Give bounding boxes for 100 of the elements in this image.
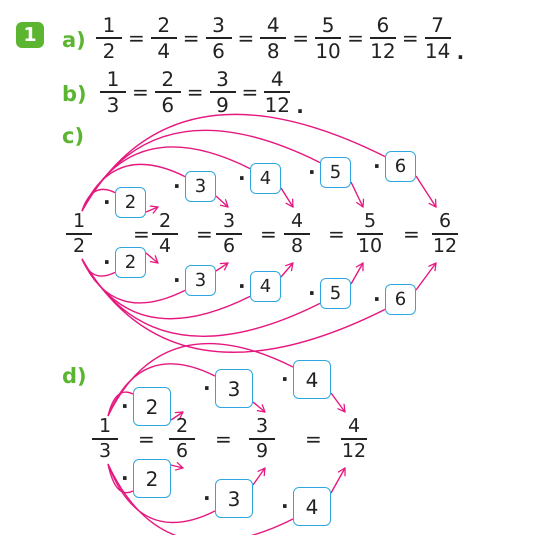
denominator: 6 bbox=[212, 40, 225, 62]
equals-sign: = bbox=[292, 28, 310, 48]
arrow bbox=[216, 262, 229, 272]
arrow bbox=[252, 467, 266, 486]
denominator: 14 bbox=[424, 40, 450, 62]
equals-sign: = bbox=[215, 427, 232, 451]
connector-line bbox=[107, 464, 216, 524]
denominator: 9 bbox=[216, 94, 229, 116]
equals-sign: = bbox=[328, 222, 345, 246]
equals-sign: = bbox=[403, 222, 420, 246]
equals-sign: = bbox=[133, 222, 150, 246]
denominator: 6 bbox=[161, 94, 174, 116]
multiplier-box: 2 bbox=[115, 187, 146, 218]
arrow bbox=[170, 411, 184, 421]
multiplier-box: 3 bbox=[215, 479, 253, 518]
arrow bbox=[170, 462, 184, 471]
equals-sign: = bbox=[186, 82, 204, 102]
numerator: 2 bbox=[176, 416, 188, 437]
numerator: 4 bbox=[266, 14, 280, 36]
arrow bbox=[252, 401, 266, 413]
multiplier-box: 3 bbox=[215, 369, 253, 408]
connector-line bbox=[81, 258, 250, 320]
multiplier-box: 2 bbox=[133, 387, 171, 426]
numerator: 3 bbox=[216, 68, 229, 90]
denominator: 2 bbox=[72, 236, 86, 256]
multiplication-dot: · bbox=[373, 156, 381, 176]
arrow bbox=[146, 205, 159, 214]
connector-line bbox=[81, 188, 116, 212]
denominator: 8 bbox=[290, 236, 304, 256]
numerator: 5 bbox=[364, 211, 376, 232]
equals-sign: = bbox=[196, 222, 213, 246]
numerator: 3 bbox=[212, 14, 225, 36]
equals-sign: = bbox=[238, 28, 254, 48]
part-label: a) bbox=[62, 28, 86, 52]
period: . bbox=[456, 42, 464, 62]
denominator: 4 bbox=[158, 236, 172, 256]
numerator: 1 bbox=[72, 211, 86, 232]
denominator: 10 bbox=[315, 40, 341, 62]
denominator: 6 bbox=[222, 236, 236, 256]
multiplication-dot: · bbox=[308, 282, 316, 302]
exercise-number: 1 bbox=[16, 22, 44, 48]
period: . bbox=[296, 96, 304, 116]
connector-line bbox=[107, 343, 294, 416]
connector-line bbox=[107, 464, 134, 494]
equals-sign: = bbox=[132, 82, 149, 102]
numerator: 6 bbox=[438, 211, 452, 232]
denominator: 12 bbox=[370, 40, 396, 62]
denominator: 3 bbox=[106, 94, 120, 116]
multiplier-box: 6 bbox=[385, 151, 416, 182]
arrow bbox=[350, 182, 364, 208]
equals-sign: = bbox=[402, 28, 419, 48]
connector-line bbox=[81, 258, 116, 277]
denominator: 6 bbox=[176, 440, 188, 462]
numerator: 1 bbox=[102, 14, 116, 36]
multiplier-box: 2 bbox=[115, 247, 146, 278]
equals-sign: = bbox=[347, 28, 364, 48]
arrow bbox=[330, 392, 346, 413]
multiplier-box: 4 bbox=[293, 360, 331, 399]
multiplier-box: 4 bbox=[250, 163, 281, 194]
multiplication-dot: · bbox=[173, 270, 181, 290]
multiplication-dot: · bbox=[281, 368, 289, 388]
denominator: 4 bbox=[157, 40, 170, 62]
numerator: 4 bbox=[270, 68, 284, 90]
connector-line bbox=[81, 258, 386, 353]
multiplier-box: 4 bbox=[250, 271, 281, 302]
denominator: 10 bbox=[358, 236, 382, 256]
arrow bbox=[415, 176, 437, 208]
multiplier-box: 3 bbox=[185, 171, 216, 202]
denominator: 9 bbox=[256, 440, 268, 462]
part-label: c) bbox=[62, 124, 84, 148]
equals-sign: = bbox=[182, 28, 200, 48]
multiplication-dot: · bbox=[238, 168, 246, 188]
arrow bbox=[330, 467, 346, 494]
arrow bbox=[216, 195, 229, 208]
numerator: 5 bbox=[322, 14, 334, 36]
multiplication-dot: · bbox=[103, 252, 111, 272]
multiplication-dot: · bbox=[281, 496, 289, 516]
equals-sign: = bbox=[128, 28, 145, 48]
multiplication-dot: · bbox=[121, 468, 129, 488]
connector-line bbox=[81, 114, 386, 212]
equals-sign: = bbox=[260, 222, 277, 246]
multiplication-dot: · bbox=[308, 162, 316, 182]
numerator: 6 bbox=[376, 14, 390, 36]
arrow bbox=[280, 188, 294, 208]
numerator: 1 bbox=[106, 68, 120, 90]
multiplier-box: 5 bbox=[320, 157, 351, 188]
multiplier-box: 3 bbox=[185, 265, 216, 296]
arrow bbox=[415, 262, 437, 290]
connector-line bbox=[107, 391, 134, 416]
equals-sign: = bbox=[305, 427, 322, 451]
numerator: 2 bbox=[157, 14, 170, 36]
numerator: 7 bbox=[431, 14, 444, 36]
numerator: 3 bbox=[222, 211, 236, 232]
multiplication-dot: · bbox=[121, 396, 129, 416]
arrow bbox=[280, 262, 294, 278]
multiplier-box: 5 bbox=[320, 278, 351, 309]
connector-line bbox=[107, 363, 216, 416]
multiplier-box: 4 bbox=[293, 487, 331, 526]
connector-line bbox=[107, 464, 294, 535]
denominator: 3 bbox=[98, 440, 112, 462]
